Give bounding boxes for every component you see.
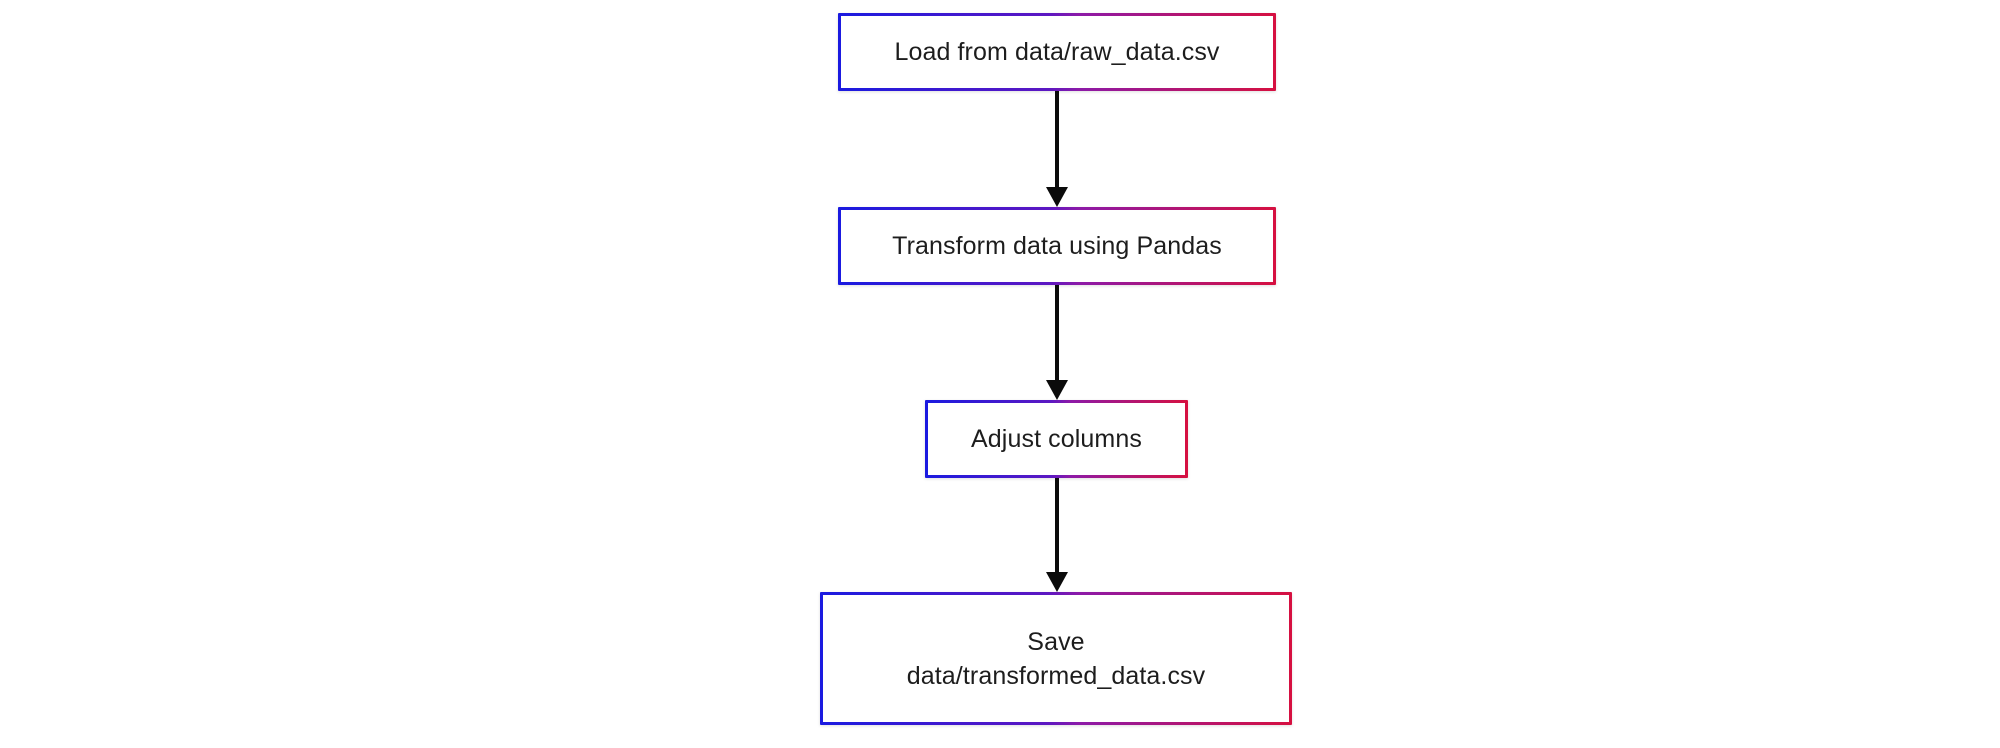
arrow-head-icon (1046, 572, 1068, 592)
flowchart-node-load[interactable]: Load from data/raw_data.csv (838, 13, 1276, 91)
flowchart-node-adjust[interactable]: Adjust columns (925, 400, 1188, 478)
node-label-adjust: Adjust columns (971, 425, 1142, 453)
arrow-shaft (1055, 478, 1059, 572)
arrow-head-icon (1046, 380, 1068, 400)
flowchart-arrow-load-to-transform (1046, 91, 1068, 207)
flowchart-arrow-transform-to-adjust (1046, 285, 1068, 400)
flowchart-arrow-adjust-to-save (1046, 478, 1068, 592)
node-label-transform: Transform data using Pandas (892, 232, 1222, 260)
node-label-save-line1: Save (1027, 627, 1085, 656)
flowchart-node-transform[interactable]: Transform data using Pandas (838, 207, 1276, 285)
flowchart-node-save[interactable]: Save data/transformed_data.csv (820, 592, 1292, 725)
arrow-shaft (1055, 285, 1059, 380)
arrow-head-icon (1046, 187, 1068, 207)
node-label-load: Load from data/raw_data.csv (894, 38, 1220, 66)
node-label-save-line2: data/transformed_data.csv (906, 661, 1206, 690)
arrow-shaft (1055, 91, 1059, 187)
